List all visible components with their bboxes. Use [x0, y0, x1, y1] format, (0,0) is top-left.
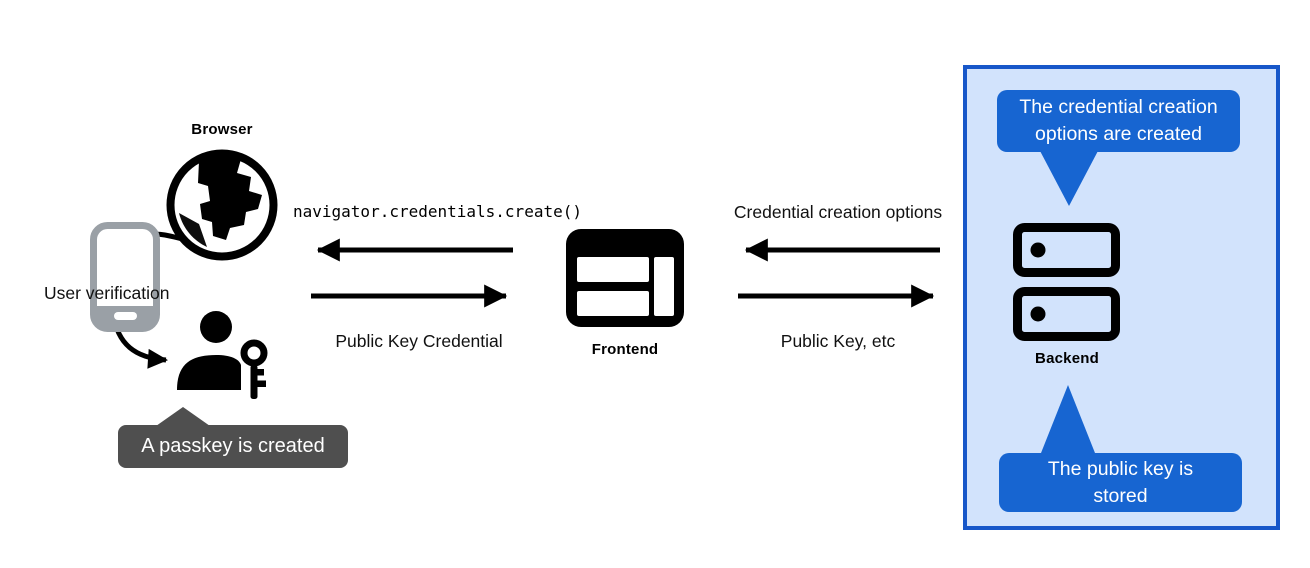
backend-label: Backend	[1035, 350, 1099, 367]
smartphone-icon	[90, 222, 160, 332]
user-verification-label: User verification	[44, 283, 170, 303]
backend-top-tooltip: The credential creation options are crea…	[997, 90, 1240, 152]
backend-bottom-tooltip-line2: stored	[1093, 484, 1148, 507]
passkey-tooltip: A passkey is created	[118, 425, 348, 468]
backend-top-tooltip-pointer	[1039, 149, 1099, 206]
public-key-credential-label: Public Key Credential	[335, 331, 503, 351]
backend-bottom-tooltip-pointer	[1041, 385, 1095, 453]
backend-top-tooltip-line1: The credential creation	[1019, 96, 1218, 118]
server-icon	[1013, 223, 1120, 341]
passkey-tooltip-pointer	[156, 407, 210, 426]
backend-bottom-tooltip: The public key is stored	[999, 453, 1242, 512]
browser-label: Browser	[191, 121, 253, 138]
credential-creation-options-label: Credential creation options	[733, 202, 943, 222]
backend-bottom-tooltip-line1: The public key is	[1047, 457, 1194, 480]
browser-window-icon	[566, 229, 684, 327]
public-key-etc-label: Public Key, etc	[780, 331, 896, 351]
user-key-icon	[177, 311, 270, 404]
frontend-label: Frontend	[591, 341, 659, 358]
backend-top-tooltip-line2: options are created	[1035, 123, 1202, 145]
create-call-label: navigator.credentials.create()	[293, 202, 582, 221]
globe-icon	[166, 149, 278, 261]
